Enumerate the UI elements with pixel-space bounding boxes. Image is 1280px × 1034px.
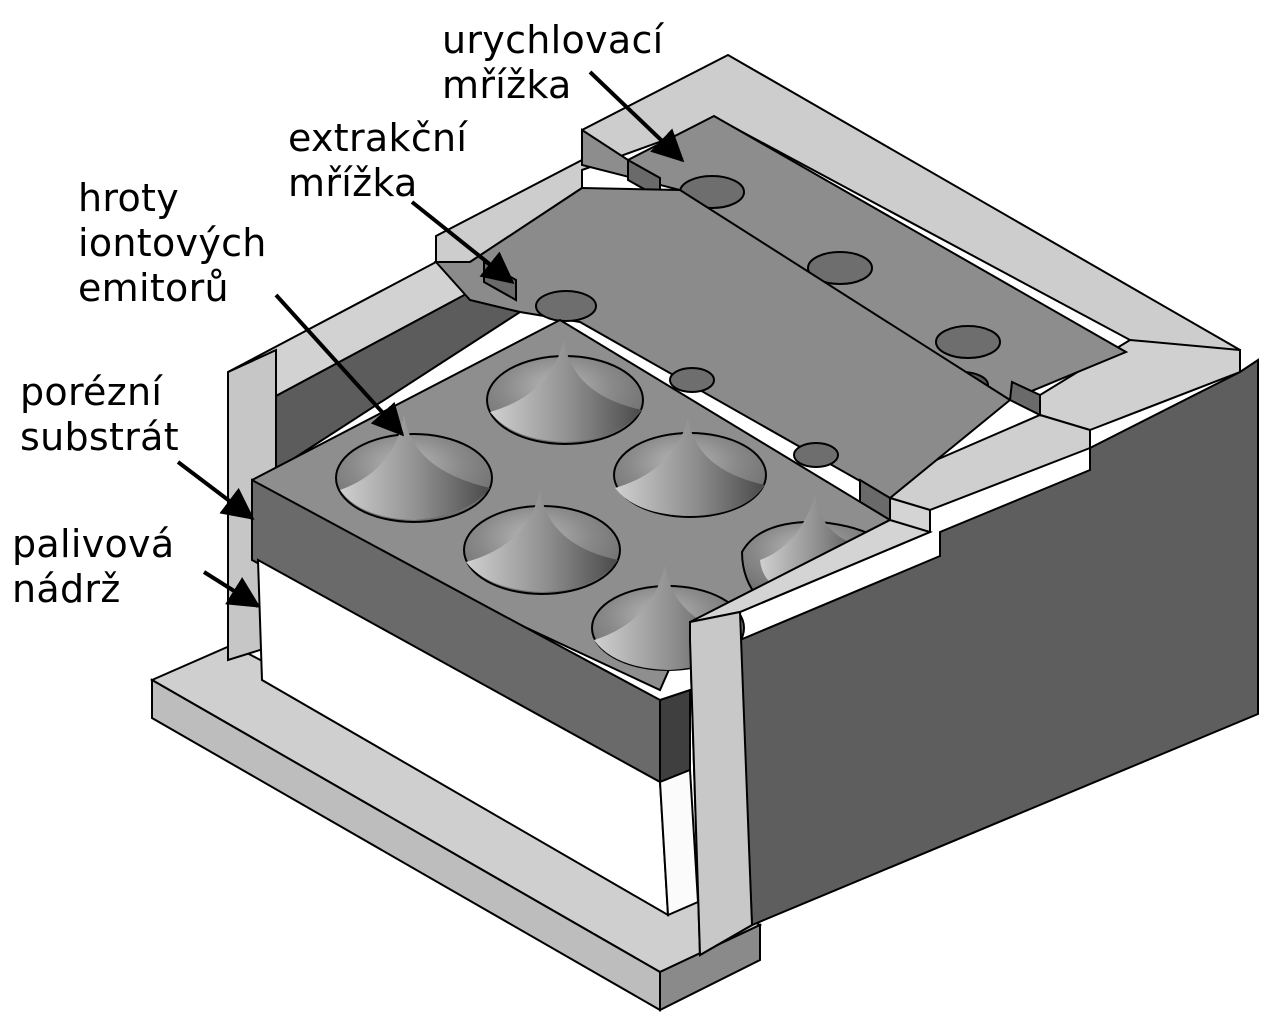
label-extraction-grid: extrakční mřížka [288, 116, 467, 206]
label-line: hroty [78, 176, 180, 220]
arrow-fuel-tank [202, 570, 261, 608]
label-line: palivová [12, 522, 175, 566]
callout-arrows [176, 70, 685, 608]
label-acceleration-grid: urychlovací mřížka [442, 18, 664, 108]
emitter-cone [613, 418, 767, 518]
label-line: mřížka [442, 63, 572, 107]
label-emitter-tips: hroty iontových emitorů [78, 176, 267, 311]
arrow-emitter-tips [274, 293, 405, 437]
emitter-cone [463, 490, 621, 595]
label-porous-substrate: porézní substrát [20, 370, 179, 460]
label-line: porézní [20, 370, 163, 414]
porous-substrate [251, 318, 893, 784]
label-line: iontových [78, 221, 267, 265]
emitter-cone [335, 415, 493, 523]
extraction-grid [433, 186, 1012, 522]
emitter-cone [486, 340, 644, 445]
arrow-extraction-grid [410, 200, 515, 284]
label-line: nádrž [12, 567, 121, 611]
label-line: substrát [20, 415, 179, 459]
arrow-porous-substrate [176, 460, 255, 520]
label-line: urychlovací [442, 18, 664, 62]
label-line: extrakční [288, 116, 468, 160]
label-line: emitorů [78, 266, 229, 310]
housing-front-pillar [689, 518, 933, 957]
arrow-acceleration-grid [588, 70, 685, 163]
label-fuel-tank: palivová nádrž [12, 522, 174, 612]
label-line: mřížka [288, 161, 418, 205]
